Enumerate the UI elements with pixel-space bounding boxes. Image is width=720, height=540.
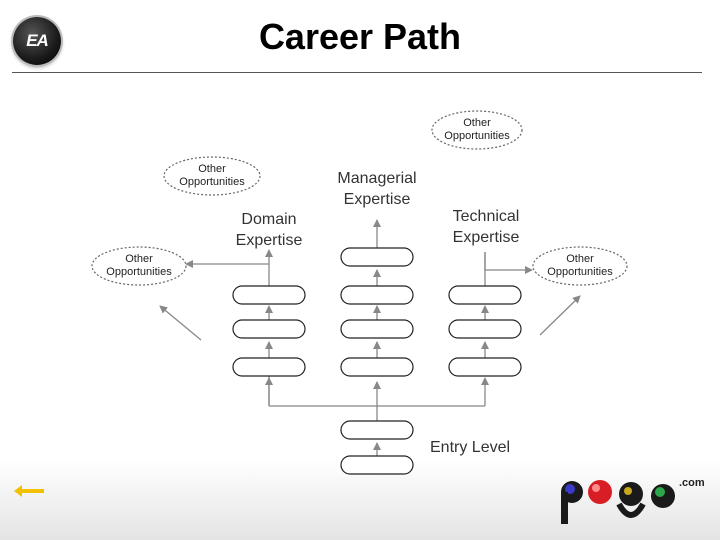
cloud-mid-right: Other Opportunities xyxy=(547,253,613,278)
label-domain-expertise: Domain Expertise xyxy=(235,211,303,249)
opportunity-clouds xyxy=(91,110,628,286)
title-divider xyxy=(12,72,702,73)
cloud-top-left: Other Opportunities xyxy=(179,163,245,188)
pogo-logo: .com xyxy=(561,477,705,524)
slide-title: Career Path xyxy=(258,16,462,57)
label-entry-level: Entry Level xyxy=(430,439,511,456)
ea-logo: EA xyxy=(13,17,61,65)
career-boxes xyxy=(232,247,522,475)
cloud-top-right: Other Opportunities xyxy=(444,117,510,142)
left-arrow-icon[interactable] xyxy=(14,485,44,497)
connector-lines xyxy=(159,219,581,456)
cloud-mid-left: Other Opportunities xyxy=(106,253,172,278)
label-managerial-expertise: Managerial Expertise xyxy=(337,170,417,208)
pogo-com-suffix: .com xyxy=(679,477,705,489)
label-technical-expertise: Technical Expertise xyxy=(452,208,520,246)
